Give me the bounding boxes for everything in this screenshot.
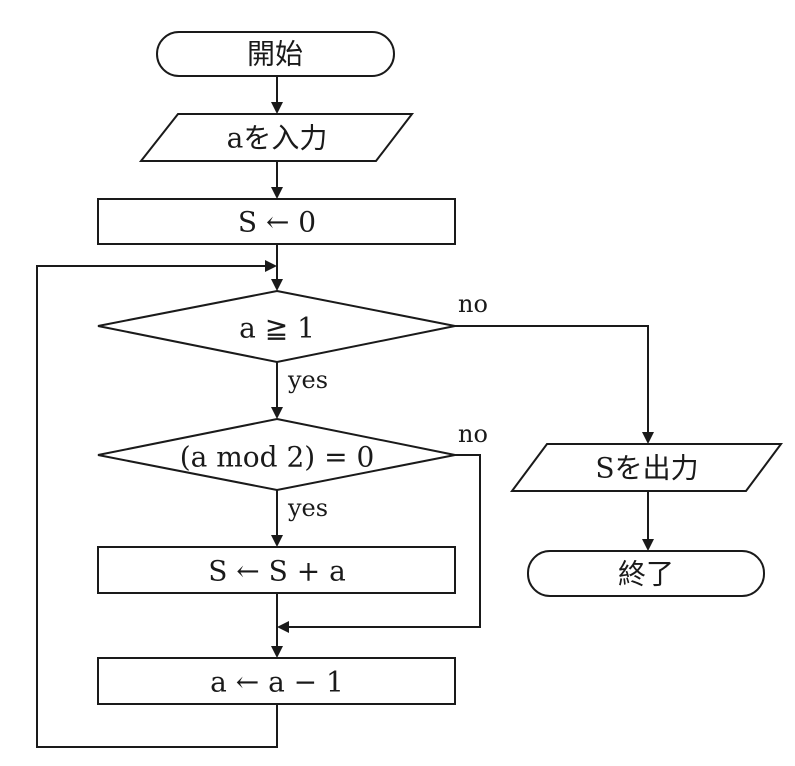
cond-a-ge-1-text: a ≧ 1 xyxy=(239,312,315,345)
start-text: 開始 xyxy=(247,38,303,71)
init-s-text: S ← 0 xyxy=(238,206,316,239)
cond2-yes-label: yes xyxy=(287,494,328,522)
cond1-yes-label: yes xyxy=(287,366,328,394)
cond-a-mod-2-text: (a mod 2) = 0 xyxy=(180,441,375,474)
cond1-no-label: no xyxy=(458,290,488,318)
arrow-input-to-init xyxy=(271,161,283,199)
input-a-text: aを入力 xyxy=(227,122,328,155)
arrow-output-to-end xyxy=(642,491,654,551)
arrow-cond1-yes-to-cond2 xyxy=(271,362,283,419)
arrow-cond2-yes-to-add xyxy=(271,490,283,547)
init-s-node: S ← 0 xyxy=(97,198,456,245)
cond2-no-label: no xyxy=(458,420,488,448)
arrow-start-to-input xyxy=(271,76,283,114)
end-text: 終了 xyxy=(618,558,674,591)
cond-a-ge-1-node: a ≧ 1 xyxy=(97,289,456,364)
arrow-cond2-no-to-merge xyxy=(277,454,481,633)
add-s-text: S ← S + a xyxy=(208,555,346,588)
output-s-text: Sを出力 xyxy=(595,452,698,485)
arrow-init-to-cond1 xyxy=(271,244,283,291)
decrement-a-node: a ← a − 1 xyxy=(97,657,456,705)
output-s-node: Sを出力 xyxy=(510,443,783,492)
decrement-a-text: a ← a − 1 xyxy=(210,666,344,699)
input-a-node: aを入力 xyxy=(138,113,415,162)
start-node: 開始 xyxy=(156,31,395,77)
end-node: 終了 xyxy=(527,550,765,597)
arrow-loop-back xyxy=(36,260,278,748)
arrow-merge-to-decrement xyxy=(271,627,283,658)
cond-a-mod-2-node: (a mod 2) = 0 xyxy=(97,417,456,492)
add-s-node: S ← S + a xyxy=(97,546,456,594)
arrow-cond1-no-to-output xyxy=(455,325,654,444)
